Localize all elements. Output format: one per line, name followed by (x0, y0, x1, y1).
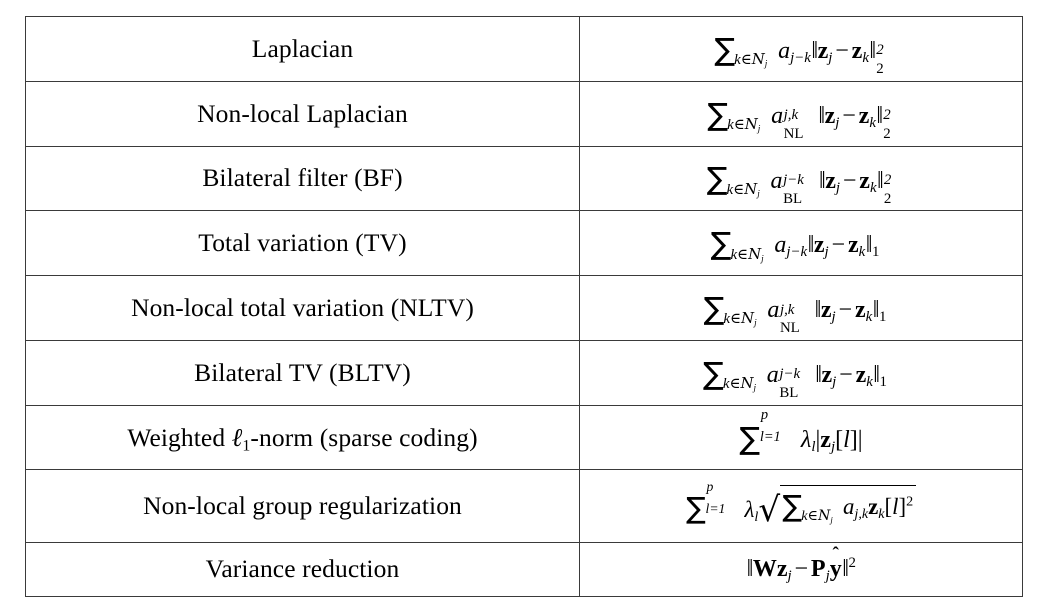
row-name-non-local-laplacian: Non-local Laplacian (25, 80, 580, 147)
ell-subscript: 1 (242, 436, 251, 454)
row-name-bilateral-tv: Bilateral TV (BLTV) (25, 339, 580, 406)
row-label: Total variation (TV) (198, 228, 407, 258)
row-label: Variance reduction (205, 554, 400, 584)
row-name-non-local-group-regularization: Non-local group regularization (25, 469, 580, 543)
row-label: Bilateral filter (BF) (202, 163, 403, 193)
formula-expression: ∑k∈Nj aj−k‖zj−zk‖1 (710, 226, 880, 264)
table-row: Non-local total variation (NLTV) ∑k∈Nj a… (25, 275, 1023, 341)
row-name-bilateral-filter: Bilateral filter (BF) (25, 145, 580, 212)
row-label: Bilateral TV (BLTV) (194, 357, 411, 387)
row-name-variance-reduction: Variance reduction (25, 541, 580, 598)
row-label: Non-local total variation (NLTV) (131, 292, 474, 322)
row-label-suffix: -norm (sparse coding) (250, 422, 478, 452)
row-label: Laplacian (251, 33, 354, 63)
row-label: Non-local Laplacian (197, 98, 408, 128)
row-name-total-variation: Total variation (TV) (25, 210, 580, 277)
row-name-weighted-l1-norm: Weighted ℓ1-norm (sparse coding) (25, 404, 580, 471)
table-row: Total variation (TV) ∑k∈Nj aj−k‖zj−zk‖1 (25, 210, 1023, 277)
row-label-prefix: Weighted (127, 422, 232, 452)
row-formula-total-variation: ∑k∈Nj aj−k‖zj−zk‖1 (579, 210, 1023, 277)
row-name-laplacian: Laplacian (25, 16, 580, 82)
ell-symbol: ℓ (231, 422, 243, 453)
row-label: Non-local group regularization (143, 491, 462, 521)
row-name-non-local-total-variation: Non-local total variation (NLTV) (25, 275, 580, 341)
